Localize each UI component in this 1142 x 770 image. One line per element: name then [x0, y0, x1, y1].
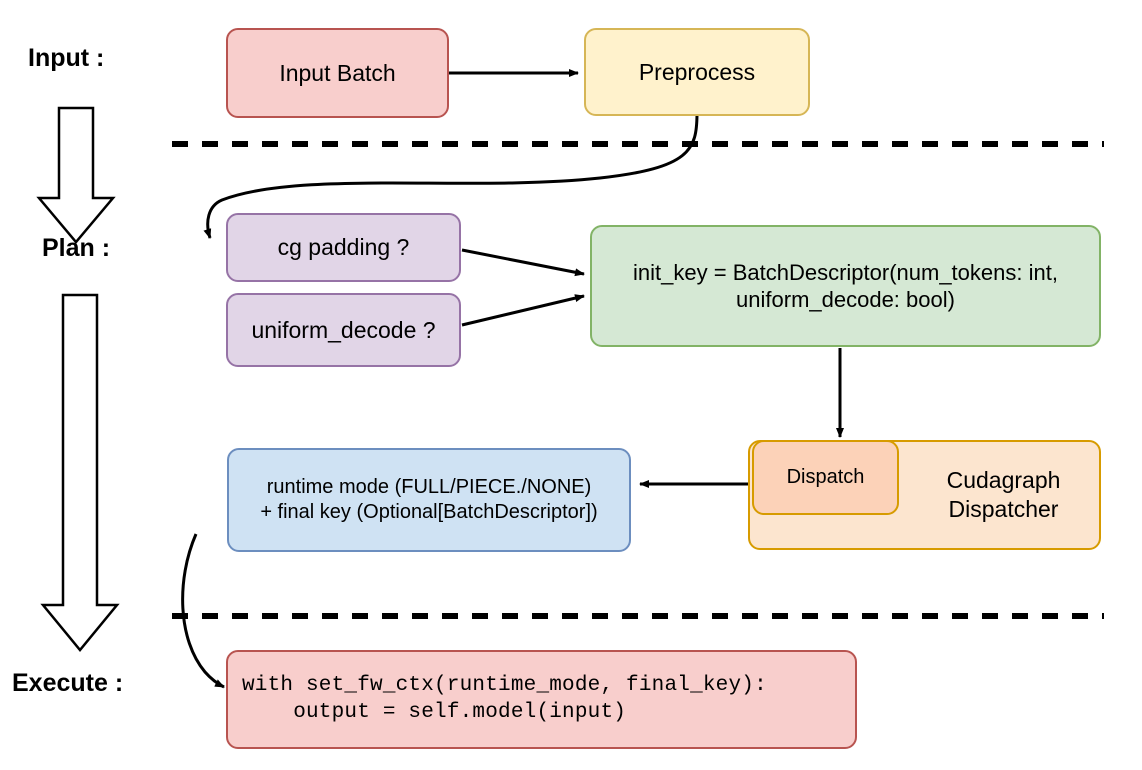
node-uniform-decode[interactable]: uniform_decode ?: [226, 293, 461, 367]
input-to-plan-block-arrow: [36, 106, 116, 244]
connector-cg-padding-to-init-key: [461, 248, 585, 277]
connector-uniform-decode-to-init-key: [461, 294, 585, 327]
stage-label-input: Input :: [28, 44, 105, 72]
node-execute-code[interactable]: with set_fw_ctx(runtime_mode, final_key)…: [226, 650, 857, 749]
node-preprocess[interactable]: Preprocess: [584, 28, 810, 116]
node-cg-padding[interactable]: cg padding ?: [226, 213, 461, 282]
node-init-key-line2: uniform_decode: bool): [736, 287, 955, 312]
node-input-batch-label: Input Batch: [279, 59, 396, 86]
node-dispatch[interactable]: Dispatch: [752, 440, 899, 515]
node-uniform-decode-label: uniform_decode ?: [251, 316, 436, 343]
stage-label-execute: Execute :: [12, 669, 124, 697]
node-runtime-mode[interactable]: runtime mode (FULL/PIECE./NONE) + final …: [227, 448, 631, 552]
node-input-batch[interactable]: Input Batch: [226, 28, 449, 118]
node-dispatch-label: Dispatch: [786, 466, 865, 488]
node-cudagraph-dispatcher-line1: Cudagraph: [946, 467, 1061, 494]
node-cg-padding-label: cg padding ?: [277, 234, 410, 261]
plan-to-execute-block-arrow: [40, 293, 120, 652]
node-cudagraph-dispatcher-line2: Dispatcher: [948, 496, 1059, 522]
node-init-key[interactable]: init_key = BatchDescriptor(num_tokens: i…: [590, 225, 1101, 347]
node-preprocess-label: Preprocess: [638, 58, 756, 85]
node-runtime-mode-line2: + final key (Optional[BatchDescriptor]): [260, 501, 598, 523]
node-execute-code-line1: with set_fw_ctx(runtime_mode, final_key)…: [242, 674, 767, 698]
stage-label-plan: Plan :: [42, 234, 111, 262]
connector-runtime-mode-to-execute-code: [181, 533, 225, 689]
node-runtime-mode-line1: runtime mode (FULL/PIECE./NONE): [266, 476, 592, 498]
node-init-key-line1: init_key = BatchDescriptor(num_tokens: i…: [633, 259, 1058, 285]
node-execute-code-line2: output = self.model(input): [242, 700, 627, 724]
